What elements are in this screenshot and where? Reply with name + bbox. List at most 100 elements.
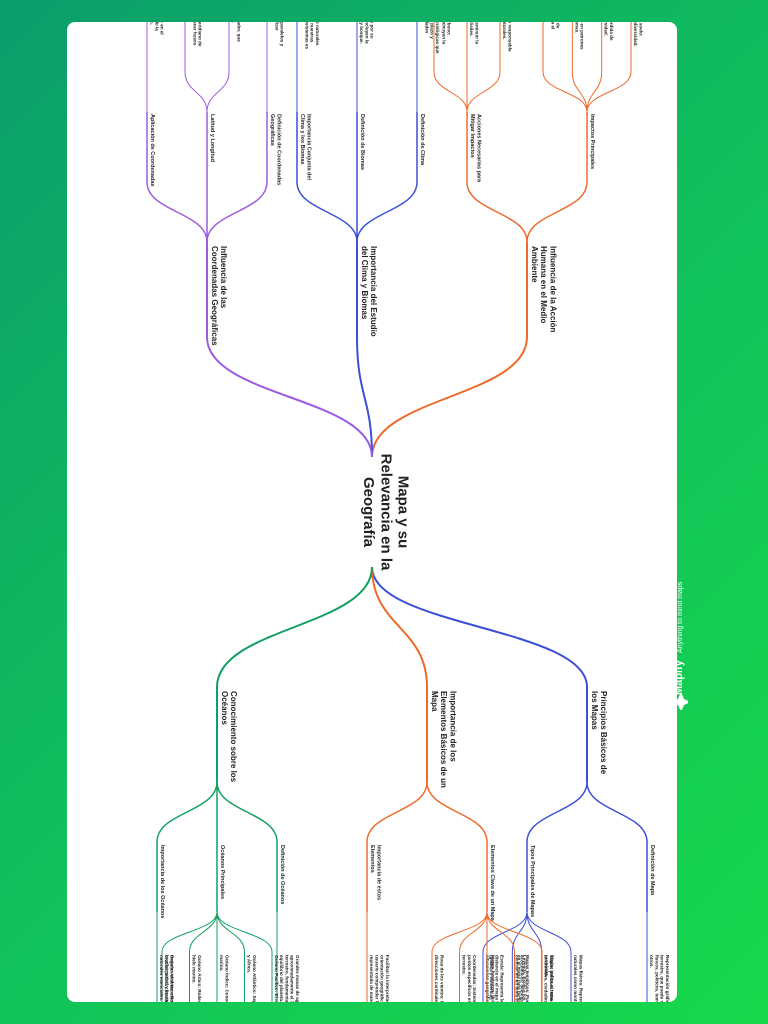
leaf: Extinción de especies: Pérdida dediversi…	[542, 22, 588, 113]
branch-label: Importancia del Estudiodel Clima y Bioma…	[360, 246, 378, 337]
sub-branch-label: Definición de Océanos	[279, 845, 285, 904]
sub-branch-label: Importancia Conjunta delClima y los Biom…	[299, 114, 311, 180]
sub-branch: Definición de CoordenadasGeográficasSist…	[206, 22, 285, 243]
leaf: Conservación de recursos: Uso responsabl…	[466, 22, 512, 113]
sub-branch-connector	[356, 181, 418, 243]
central-topic: Mapa y suRelevancia en laGeografía	[360, 454, 412, 571]
leaf: Grandes ecosistemas definidos por suclim…	[356, 22, 375, 113]
sub-branch-label: Impactos Principales	[589, 114, 595, 169]
leaf: Sistema de líneas imaginarias (paralelos…	[266, 22, 285, 112]
leaf-connector	[184, 71, 208, 113]
leaf: Uso de energías renovables: Disminuir la…	[466, 22, 479, 113]
leaf-connector	[431, 911, 488, 953]
sub-branch-connector	[146, 181, 208, 243]
branch-connector	[216, 566, 373, 688]
leaf-label: Mapas físicos: Representan característic…	[573, 955, 583, 1002]
leaf-label: Grandes masas de agua que cubrenaproxima…	[279, 955, 300, 1002]
leaf-label: Facilitan la interpretación y laorientac…	[369, 955, 390, 1002]
sub-branch-label: Importancia de estosElementos	[369, 845, 381, 900]
leaf: Título: Indica el tema del mapa y suprop…	[486, 911, 554, 1002]
sparkle-icon	[671, 692, 688, 710]
leaf-connector	[542, 71, 588, 113]
leaf: Facilitan la interpretación y laorientac…	[366, 912, 390, 1002]
leaf-label: Sistema de líneas imaginarias (paralelos…	[269, 22, 285, 47]
leaf-label: Océano Ártico: Rodea el Polo Norte, conh…	[192, 955, 203, 1002]
leaf-connector	[206, 71, 230, 113]
sub-branch-connector	[366, 781, 428, 843]
branch-elementos: Importancia de losElementos Básicos de u…	[366, 566, 554, 1002]
leaf: Longitud: Distancia desde el meridiano d…	[184, 22, 208, 113]
branch-connector	[371, 566, 588, 688]
leaf-label: Título: Indica el tema del mapa y suprop…	[544, 955, 554, 1002]
sub-branch-label: Definición de Mapa	[649, 845, 655, 896]
leaf: Mapas físicos: Representan característic…	[526, 911, 583, 1002]
sub-branch-connector	[426, 781, 488, 843]
leaf-label: Cambio climático: Alteraciones en patron…	[574, 22, 584, 50]
leaf-connector	[216, 911, 273, 953]
leaf: Regulan el clima mundial, son hábitats d…	[156, 912, 175, 1002]
leaf-label: Permiten ubicar cualquier lugar en elmun…	[149, 22, 165, 35]
leaf: Cambio climático: Alteraciones en patron…	[571, 22, 588, 113]
leaf-label: Longitud: Distancia desde el meridiano d…	[187, 22, 203, 47]
leaf-label: Rosa de los vientos: Muestra losdireccio…	[434, 955, 444, 1002]
sub-branch-label: Elementos Clave de un Mapa	[489, 845, 495, 922]
leaf-label: Conjunto de condiciones meteorológicas q…	[419, 22, 440, 54]
branch-label: Conocimiento sobre losOcéanos	[220, 691, 238, 783]
branch-connector	[371, 336, 528, 458]
sub-branch-connector	[586, 781, 648, 843]
leaf-connector	[433, 71, 468, 113]
leaf: Reducción de emisiones de carbono:Implem…	[433, 22, 468, 113]
leaf-connector	[189, 911, 218, 953]
sub-branch: Acciones Necesarias paraMitigar Impactos…	[433, 22, 528, 243]
leaf: Latitud: Distancia desde el ecuador, que…	[206, 22, 241, 113]
sub-branch-label: Acciones Necesarias paraMitigar Impactos	[469, 114, 481, 183]
branch-label: Importancia de losElementos Básicos de u…	[430, 691, 457, 788]
leaf-connector	[459, 911, 488, 953]
sub-branch-connector	[296, 181, 358, 243]
branch-label: Influencia de la AcciónHumana en el Medi…	[530, 246, 557, 333]
sub-branch-connector	[466, 181, 528, 243]
brand-footer: Mapify Anything to mind maps	[671, 581, 688, 710]
leaf: Representación gráfica de la superficiet…	[646, 912, 670, 1002]
sub-branch: Importancia Conjunta delClima y los Biom…	[296, 22, 358, 243]
leaf-label: Mapas políticos: Muestran límitesterrito…	[544, 955, 554, 1002]
leaf: Comprender cómo los entornos naturalesaf…	[296, 22, 320, 113]
leaf: Océano Ártico: Rodea el Polo Norte, conh…	[189, 911, 218, 1002]
leaf-label: Mapas temáticos: Pueden ser climáticos,e…	[514, 955, 530, 1002]
leaf-label: Océano Pacífico: El más grande y profund…	[274, 955, 279, 1002]
leaf-label: Reducción de emisiones de carbono:Implem…	[436, 22, 452, 45]
sub-branch-label: Definición de Biomas	[359, 114, 365, 170]
branch-connector	[206, 336, 373, 458]
leaf-label: Océano Índico: Conocido por su diversida…	[219, 955, 231, 1002]
leaf: Conjunto de condiciones meteorológicas q…	[416, 22, 440, 112]
leaf-connector	[482, 911, 528, 953]
leaf-label: Océano Atlántico: Separa América de Euro…	[247, 955, 257, 1002]
leaf: Océano Pacífico: El más grande y profund…	[216, 911, 279, 1002]
branch-mapas: Principios Básicos delos MapasDefinición…	[371, 566, 670, 1002]
leaf-connector	[466, 71, 501, 113]
leaf-connector	[526, 911, 572, 953]
leaf-connector	[161, 911, 218, 953]
leaf-label: Regulan el clima mundial, son hábitats d…	[159, 955, 175, 1002]
branch-clima: Importancia del Estudiodel Clima y Bioma…	[296, 22, 440, 458]
leaf: Grandes masas de agua que cubrenaproxima…	[276, 912, 300, 1002]
sub-branch: Impactos Principales Contaminación del ai…	[526, 22, 643, 243]
leaf-label: Latitud: Distancia desde el ecuador, que…	[231, 22, 241, 42]
leaf: Deforestación: Conduce a la pérdida dehá…	[586, 22, 614, 113]
leaf: Océano Atlántico: Separa América de Euro…	[216, 911, 257, 1002]
leaf: Rosa de los vientos: Muestra losdireccio…	[431, 911, 488, 1002]
branch-label: Influencia de lasCoordenadas Geográficas	[210, 246, 228, 346]
leaf: Leyenda: Explica los símbolos utilizados…	[486, 911, 527, 1002]
leaf-label: Representación gráfica de la superficiet…	[649, 955, 670, 1002]
branch-oceanos: Conocimiento sobre losOcéanosDefinición …	[156, 566, 373, 1002]
leaf: Océano Antártico: Rodea la Antártida y e…	[161, 911, 218, 1002]
branch-label: Principios Básicos delos Mapas	[590, 691, 608, 775]
leaf-label: Contaminación del aire, agua y suelo:Afe…	[633, 22, 643, 47]
leaf: Contaminación del aire, agua y suelo:Afe…	[586, 22, 643, 113]
central-topic-label: Mapa y suRelevancia en laGeografía	[360, 454, 412, 571]
